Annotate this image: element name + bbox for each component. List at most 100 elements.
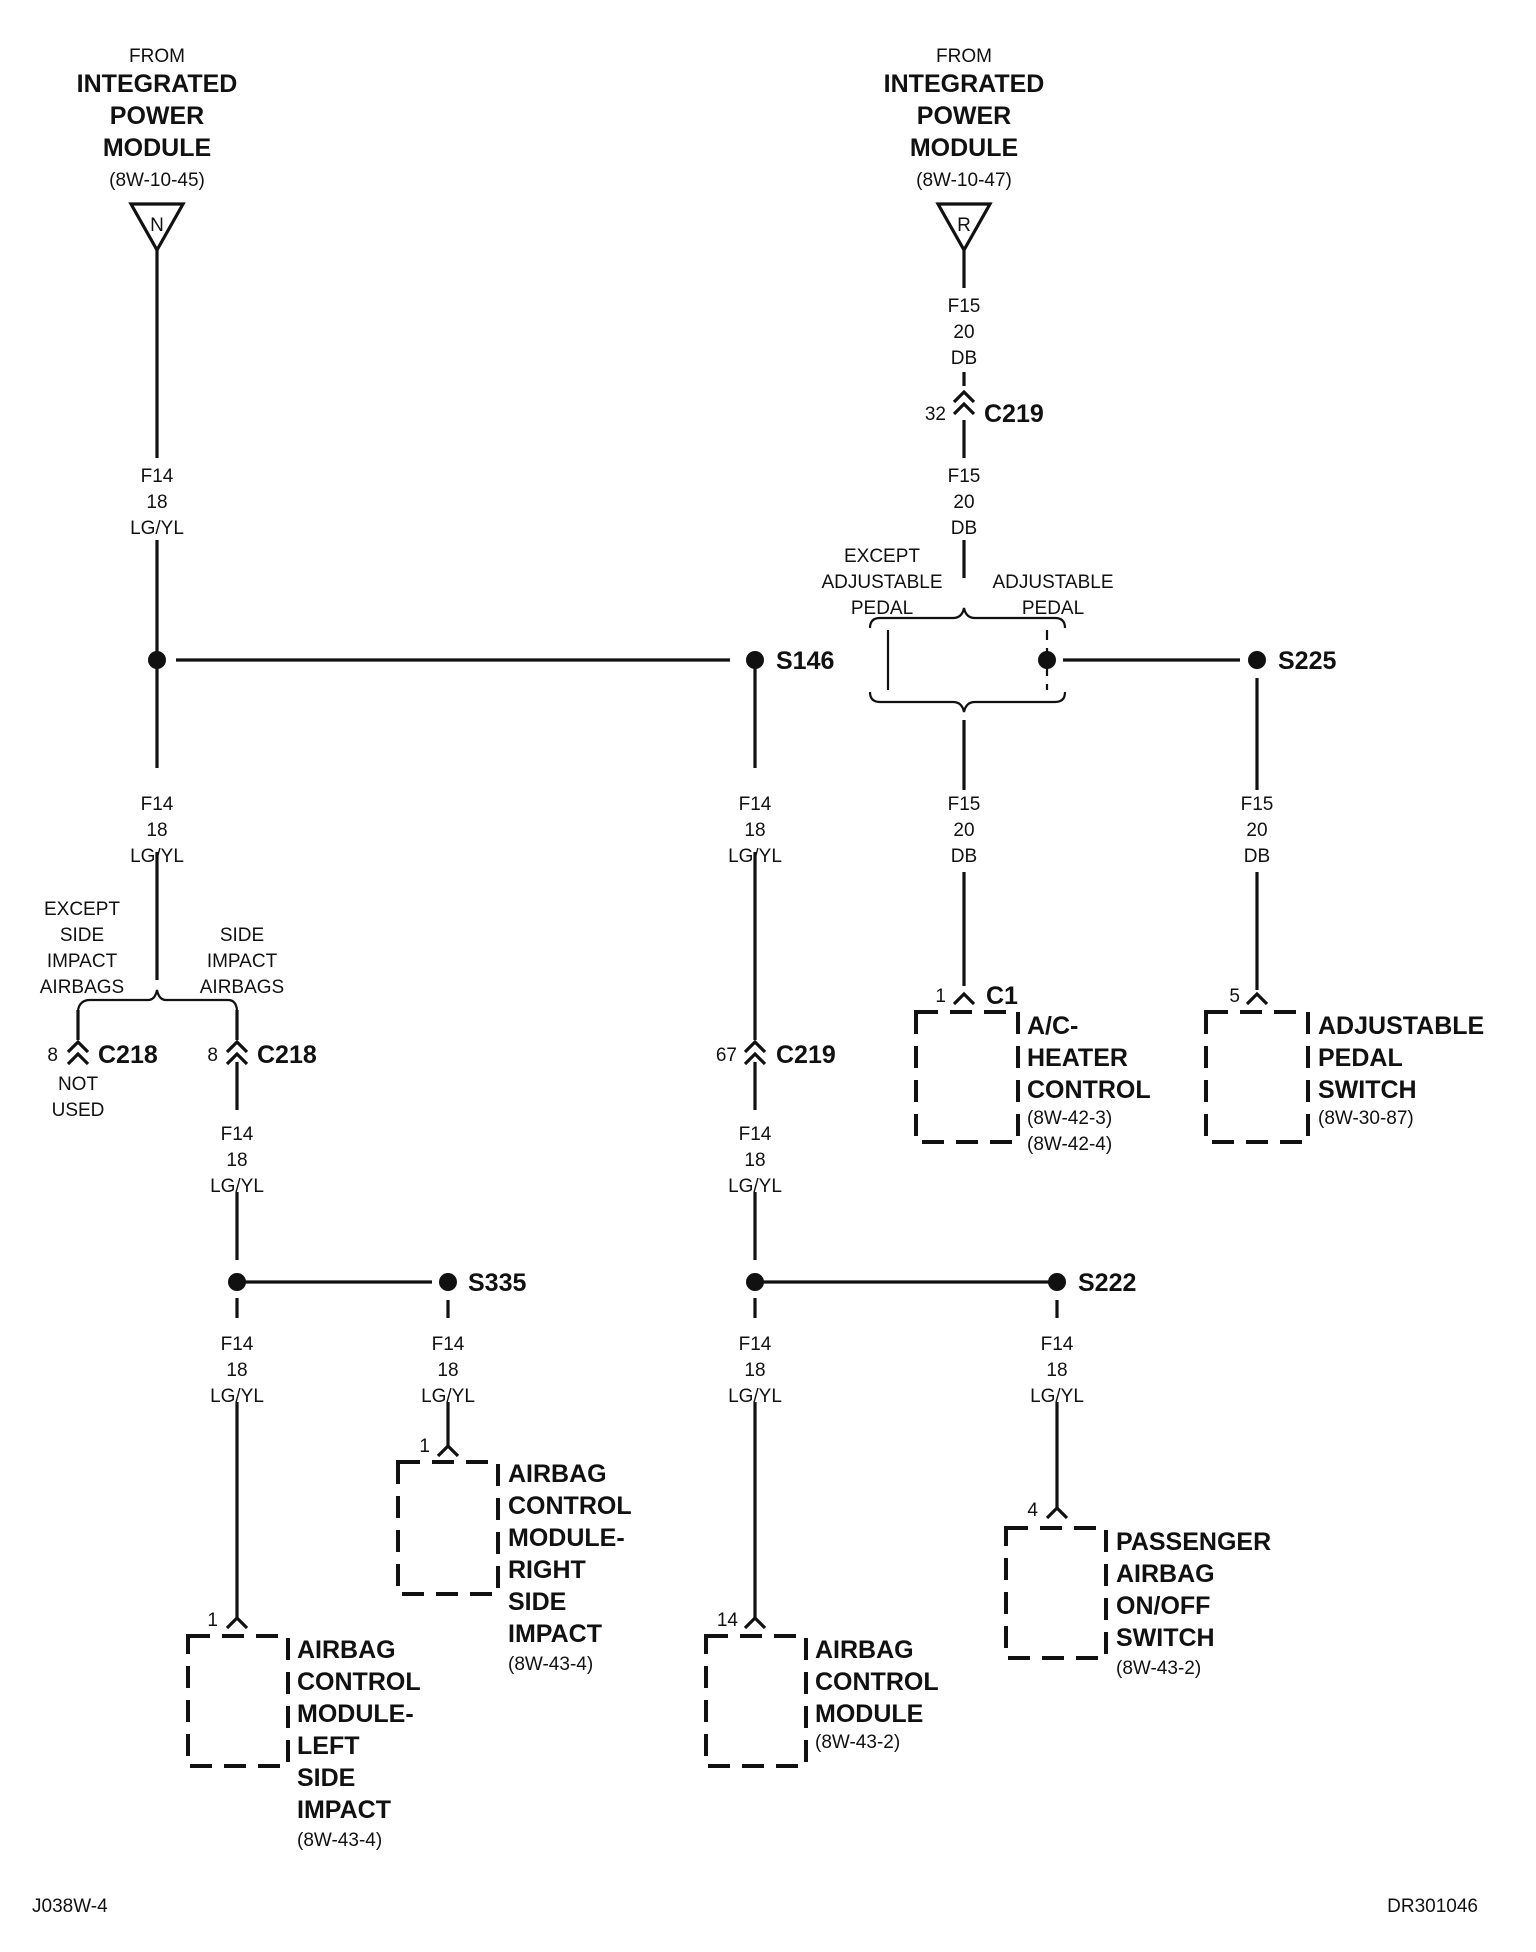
wire-color: LG/YL bbox=[130, 846, 184, 867]
connector-pin: 5 bbox=[1229, 986, 1240, 1007]
source-ref: (8W-10-45) bbox=[109, 170, 205, 191]
component-label: CONTROL bbox=[508, 1492, 632, 1520]
splice-dot bbox=[148, 651, 166, 669]
component-box bbox=[1204, 1010, 1310, 1144]
component-passenger-airbag-switch: 4 PASSENGER AIRBAG ON/OFF SWITCH (8W-43-… bbox=[1004, 1500, 1271, 1679]
wire-circuit: F14 bbox=[141, 794, 174, 815]
splice-dot bbox=[746, 1273, 764, 1291]
source-triangle-icon bbox=[935, 202, 993, 254]
option-label: IMPACT bbox=[47, 951, 118, 972]
connector-chevron-icon bbox=[66, 1039, 90, 1066]
component-acm-left-side-impact: 1 AIRBAG CONTROL MODULE- LEFT SIDE IMPAC… bbox=[186, 1610, 421, 1851]
component-ref: (8W-42-3) bbox=[1027, 1108, 1112, 1129]
pin-chevron-icon bbox=[1045, 1505, 1069, 1520]
wire-color: LG/YL bbox=[1030, 1386, 1084, 1407]
source-tag: R bbox=[957, 215, 971, 236]
component-label: CONTROL bbox=[297, 1668, 421, 1696]
component-ref: (8W-43-2) bbox=[1116, 1658, 1201, 1679]
pin-chevron-icon bbox=[436, 1443, 460, 1458]
source-from-label: FROM bbox=[936, 46, 992, 67]
connector-chevron-icon bbox=[225, 1039, 249, 1066]
component-label: AIRBAG bbox=[1116, 1560, 1215, 1588]
figure-id-left: J038W-4 bbox=[32, 1896, 108, 1917]
wire-color: LG/YL bbox=[728, 1386, 782, 1407]
wire-gauge: 20 bbox=[953, 492, 974, 513]
connector-pin: 14 bbox=[717, 1610, 739, 1631]
wire-gauge: 20 bbox=[1246, 820, 1267, 841]
splices: S146 S225 S335 S222 bbox=[148, 647, 1336, 1297]
splice-label-s222: S222 bbox=[1078, 1269, 1136, 1297]
component-label: PASSENGER bbox=[1116, 1528, 1271, 1556]
not-used-label: NOT bbox=[58, 1074, 99, 1095]
wire-circuit: F14 bbox=[739, 794, 772, 815]
connector-pin: 8 bbox=[207, 1045, 218, 1066]
component-label: MODULE bbox=[815, 1700, 923, 1728]
pin-chevron-icon bbox=[952, 991, 976, 1006]
source-ipm-r: FROM INTEGRATED POWER MODULE (8W-10-47) … bbox=[884, 46, 1045, 254]
component-acm-right-side-impact: 1 AIRBAG CONTROL MODULE- RIGHT SIDE IMPA… bbox=[396, 1436, 632, 1675]
component-ac-heater-control: 1 C1 A/C- HEATER CONTROL (8W-42-3) (8W-4… bbox=[914, 982, 1151, 1155]
connector-pin: 1 bbox=[207, 1610, 218, 1631]
source-ref: (8W-10-47) bbox=[916, 170, 1012, 191]
splice-dot bbox=[228, 1273, 246, 1291]
connector-pin: 1 bbox=[419, 1436, 430, 1457]
wire-gauge: 18 bbox=[1046, 1360, 1067, 1381]
component-label: IMPACT bbox=[508, 1620, 602, 1648]
component-label: CONTROL bbox=[1027, 1076, 1151, 1104]
component-ref: (8W-42-4) bbox=[1027, 1134, 1112, 1155]
component-label: RIGHT bbox=[508, 1556, 586, 1584]
wire-gauge: 18 bbox=[226, 1360, 247, 1381]
component-box bbox=[186, 1634, 290, 1768]
option-label: ADJUSTABLE bbox=[821, 572, 942, 593]
source-tag: N bbox=[150, 215, 164, 236]
connector-label-c218: C218 bbox=[257, 1041, 317, 1069]
component-label: A/C- bbox=[1027, 1012, 1078, 1040]
wire-circuit: F14 bbox=[141, 466, 174, 487]
component-ref: (8W-43-4) bbox=[297, 1830, 382, 1851]
wire-gauge: 18 bbox=[226, 1150, 247, 1171]
component-label: MODULE- bbox=[297, 1700, 414, 1728]
connector-pin: 8 bbox=[47, 1045, 58, 1066]
component-label: SWITCH bbox=[1318, 1076, 1417, 1104]
wire-color: LG/YL bbox=[728, 1176, 782, 1197]
wire-color: DB bbox=[951, 518, 977, 539]
component-label: CONTROL bbox=[815, 1668, 939, 1696]
component-box bbox=[396, 1460, 500, 1596]
wire-color: DB bbox=[951, 348, 977, 369]
component-label: AIRBAG bbox=[815, 1636, 914, 1664]
wire-circuit: F14 bbox=[432, 1334, 465, 1355]
wire-gauge: 18 bbox=[146, 492, 167, 513]
wire-labels: F14 18 LG/YL F14 18 LG/YL F14 18 LG/YL F… bbox=[130, 296, 1273, 1407]
component-label: SIDE bbox=[297, 1764, 355, 1792]
wire-circuit: F14 bbox=[221, 1334, 254, 1355]
pin-chevron-icon bbox=[1245, 991, 1269, 1006]
source-name-line2: POWER bbox=[917, 102, 1011, 130]
connector-label-c1: C1 bbox=[986, 982, 1018, 1010]
connector-pin: 32 bbox=[925, 404, 946, 425]
splice-dot-s146 bbox=[746, 651, 764, 669]
wire-circuit: F14 bbox=[739, 1334, 772, 1355]
option-label: PEDAL bbox=[1022, 598, 1084, 619]
component-label: LEFT bbox=[297, 1732, 360, 1760]
wire-circuit: F14 bbox=[221, 1124, 254, 1145]
source-name-line3: MODULE bbox=[910, 134, 1018, 162]
bracket-adjustable-pedal: EXCEPT ADJUSTABLE PEDAL ADJUSTABLE PEDAL bbox=[821, 546, 1114, 713]
wire-circuit: F14 bbox=[1041, 1334, 1074, 1355]
connector-pin: 4 bbox=[1027, 1500, 1038, 1521]
wire-color: LG/YL bbox=[210, 1386, 264, 1407]
wire-color: LG/YL bbox=[130, 518, 184, 539]
pin-chevron-icon bbox=[743, 1615, 767, 1630]
wire-gauge: 18 bbox=[744, 1150, 765, 1171]
figure-id-right: DR301046 bbox=[1387, 1896, 1478, 1917]
wire-gauge: 18 bbox=[146, 820, 167, 841]
component-label: SIDE bbox=[508, 1588, 566, 1616]
wire-color: DB bbox=[951, 846, 977, 867]
wire-color: LG/YL bbox=[210, 1176, 264, 1197]
pin-chevron-icon bbox=[225, 1615, 249, 1630]
connector-pin: 1 bbox=[935, 986, 946, 1007]
source-from-label: FROM bbox=[129, 46, 185, 67]
wire-gauge: 18 bbox=[744, 820, 765, 841]
source-name-line1: INTEGRATED bbox=[884, 70, 1045, 98]
source-name-line1: INTEGRATED bbox=[77, 70, 238, 98]
